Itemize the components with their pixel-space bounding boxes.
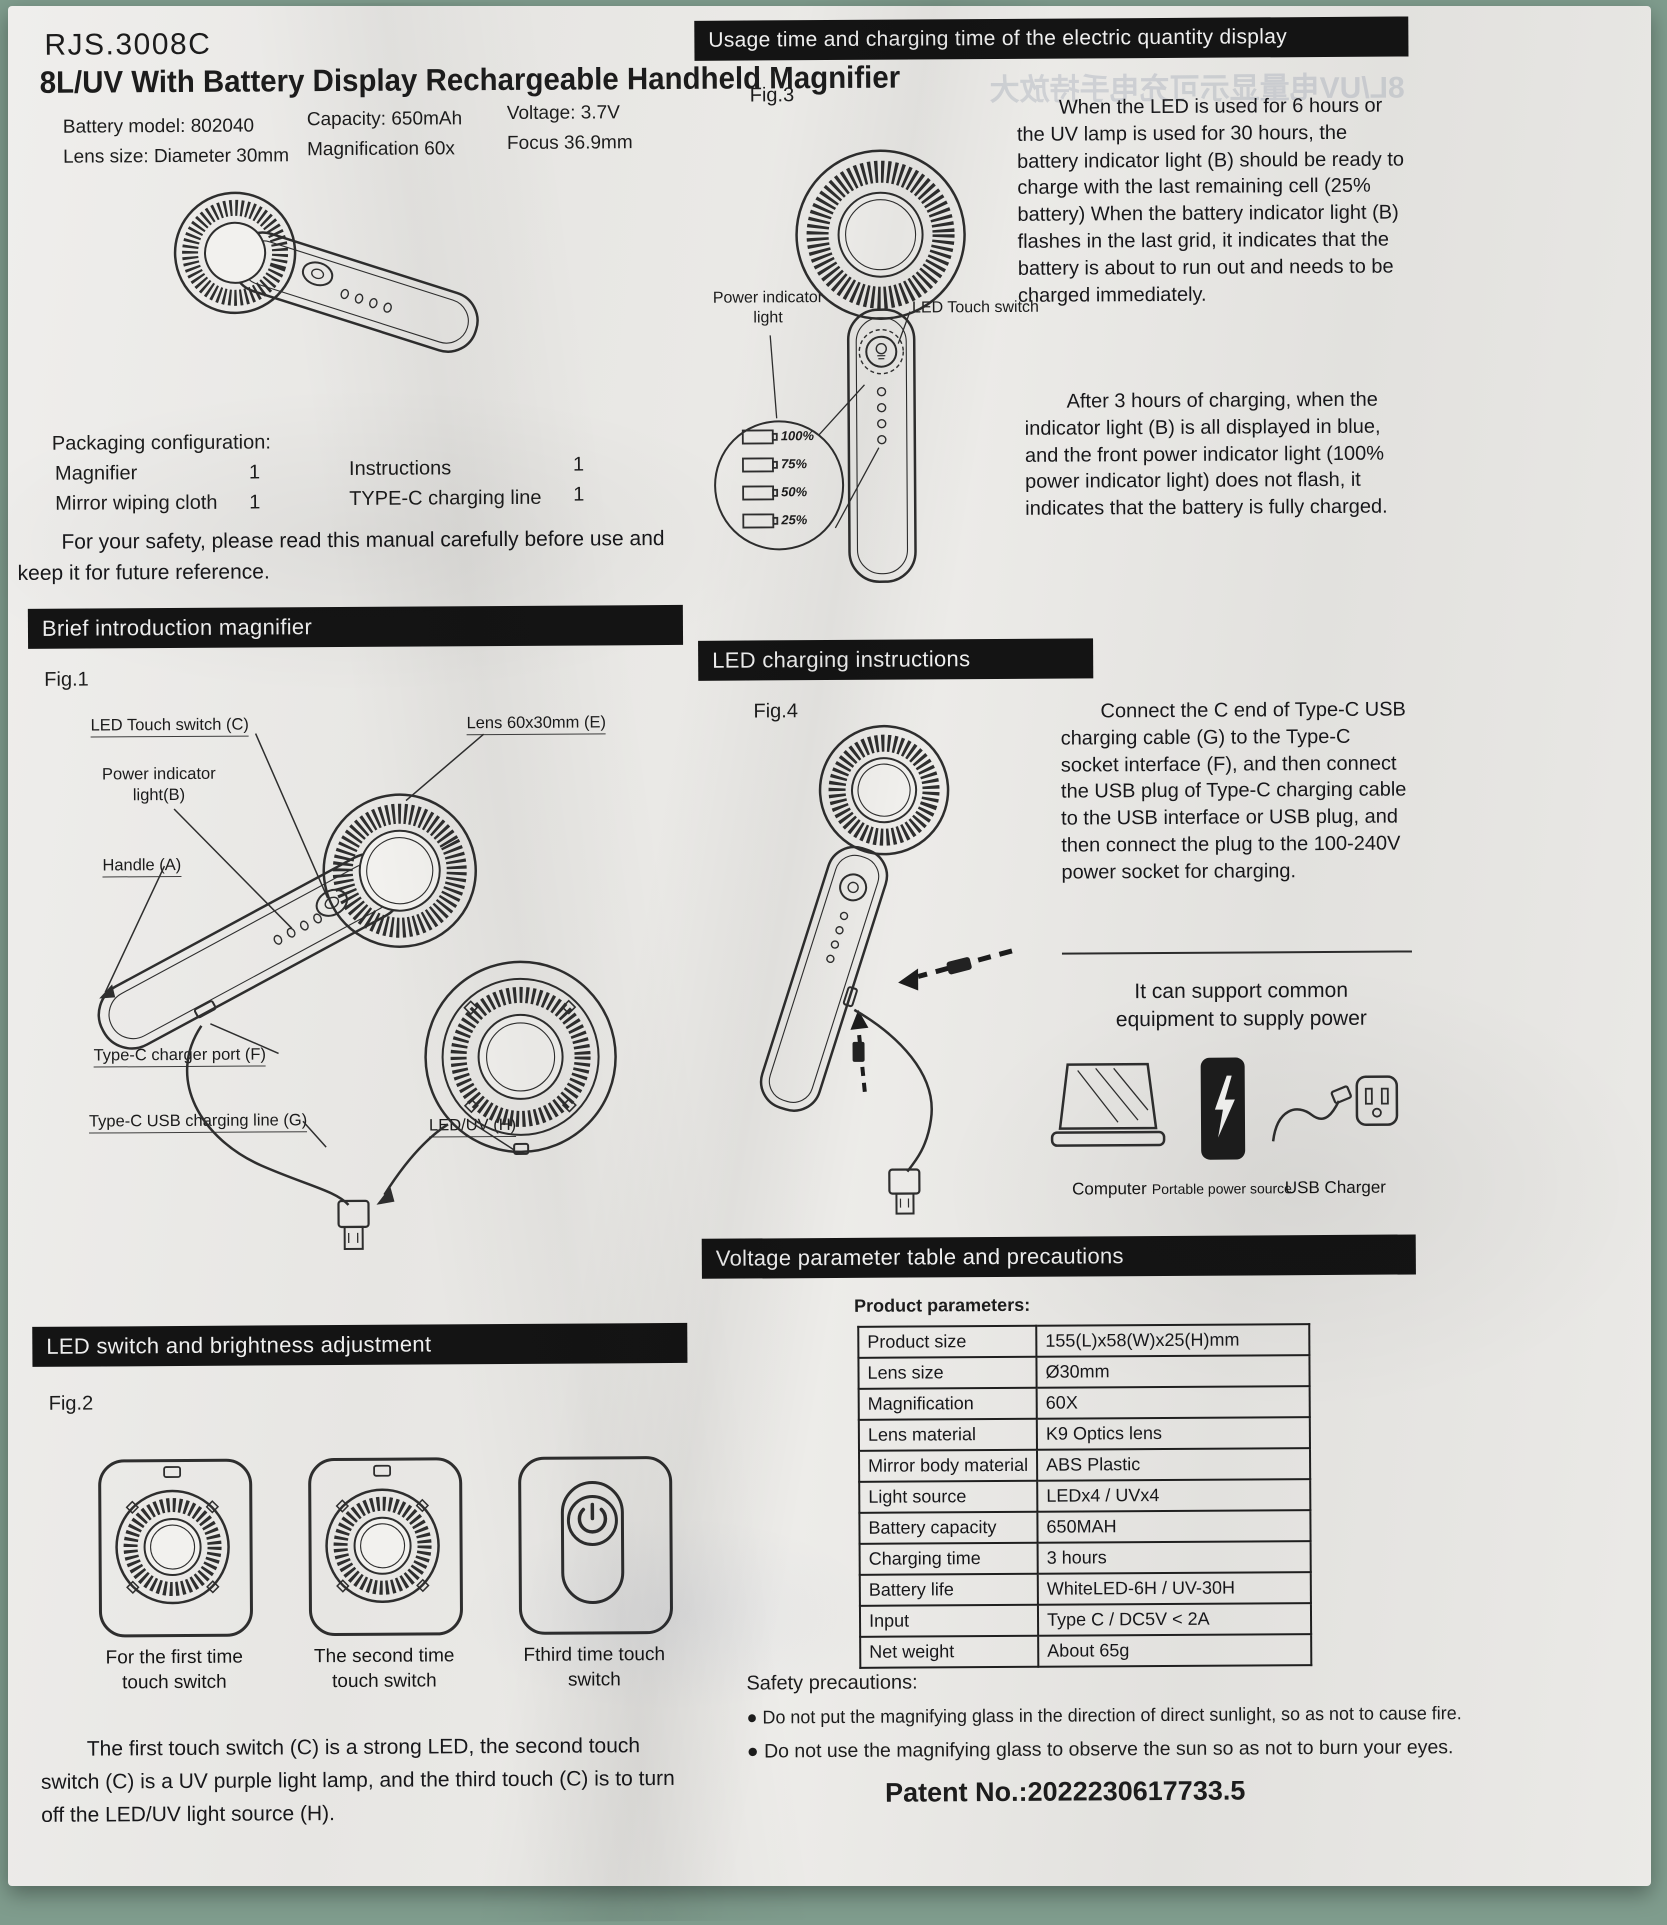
param-value: 650MAH xyxy=(1037,1510,1310,1543)
fig2-caption-third: Fthird time touch switch xyxy=(508,1643,680,1693)
fig4-illustration xyxy=(710,689,1043,1231)
fig3-percent-75: 75% xyxy=(781,456,807,471)
safety-read-note: For your safety, please read this manual… xyxy=(17,523,667,589)
product-parameters-title: Product parameters: xyxy=(854,1295,1030,1317)
param-value: 3 hours xyxy=(1038,1541,1311,1574)
device-caption-usb-charger: USB Charger xyxy=(1249,1176,1421,1199)
fig3-label: Fig.3 xyxy=(750,84,795,107)
support-divider xyxy=(1062,950,1412,954)
param-label: Battery capacity xyxy=(859,1512,1037,1544)
packaging-qty-3: 1 xyxy=(249,491,260,514)
param-value: K9 Optics lens xyxy=(1037,1417,1310,1450)
packaging-title: Packaging configuration: xyxy=(52,431,271,455)
safety-precautions-title: Safety precautions: xyxy=(746,1671,917,1695)
param-value: Type C / DC5V < 2A xyxy=(1038,1603,1311,1636)
safety-bullet-1: ● Do not put the magnifying glass in the… xyxy=(747,1702,1462,1728)
param-label: Mirror body material xyxy=(859,1450,1037,1482)
section-led-charging: LED charging instructions xyxy=(698,638,1093,680)
computer-icon xyxy=(1048,1056,1169,1169)
param-value: WhiteLED-6H / UV-30H xyxy=(1038,1572,1311,1605)
spec-capacity: Capacity: 650mAh xyxy=(307,108,462,131)
packaging-item-1: Magnifier xyxy=(55,462,137,486)
param-label: Input xyxy=(860,1605,1038,1637)
param-value: LEDx4 / UVx4 xyxy=(1037,1479,1310,1512)
fig2-power-symbol xyxy=(518,1456,667,1629)
packaging-qty-1: 1 xyxy=(249,461,260,484)
section-usage-time: Usage time and charging time of the elec… xyxy=(694,16,1408,60)
spec-battery-model: Battery model: 802040 xyxy=(63,116,254,139)
param-label: Light source xyxy=(859,1481,1037,1513)
fig2-ring-2 xyxy=(308,1457,457,1630)
fig2-caption-first: For the first time touch switch xyxy=(88,1646,260,1696)
fig3-percent-100: 100% xyxy=(781,428,814,443)
fig2-ring-1 xyxy=(98,1459,247,1632)
spec-focus: Focus 36.9mm xyxy=(507,132,633,155)
param-value: Ø30mm xyxy=(1036,1355,1309,1388)
param-label: Battery life xyxy=(860,1574,1038,1606)
packaging-item-3: Mirror wiping cloth xyxy=(55,492,217,516)
param-label: Magnification xyxy=(859,1388,1037,1420)
fig2-body-text: The first touch switch (C) is a strong L… xyxy=(41,1729,697,1832)
usb-charger-icon xyxy=(1267,1049,1402,1168)
support-equipment-text: It can support common equipment to suppl… xyxy=(1085,977,1397,1035)
packaging-item-4: TYPE-C charging line xyxy=(349,487,541,511)
fig3-paragraph-1: When the LED is used for 6 hours or the … xyxy=(1017,92,1410,309)
patent-number: Patent No.:2022230617733.5 xyxy=(885,1776,1245,1809)
param-value: 60X xyxy=(1037,1386,1310,1419)
param-label: Product size xyxy=(858,1326,1036,1358)
param-label: Net weight xyxy=(860,1636,1038,1668)
fig1-label: Fig.1 xyxy=(44,669,89,692)
section-brief-intro: Brief introduction magnifier xyxy=(28,605,683,649)
fig2-caption-second: The second time touch switch xyxy=(298,1644,470,1694)
fig3-percent-50: 50% xyxy=(781,484,807,499)
spec-voltage: Voltage: 3.7V xyxy=(507,102,620,125)
model-number: RJS.3008C xyxy=(44,28,211,63)
param-value: About 65g xyxy=(1038,1634,1311,1667)
product-illustration xyxy=(110,154,542,423)
section-led-switch: LED switch and brightness adjustment xyxy=(32,1323,687,1367)
fig3-percent-25: 25% xyxy=(781,512,807,527)
fig1-illustration xyxy=(13,711,687,1315)
param-value: 155(L)x58(W)x25(H)mm xyxy=(1036,1324,1309,1357)
power-bank-icon xyxy=(1194,1053,1253,1167)
packaging-item-2: Instructions xyxy=(349,457,451,481)
section-voltage-table: Voltage parameter table and precautions xyxy=(702,1234,1416,1278)
packaging-qty-4: 1 xyxy=(573,484,584,507)
param-label: Lens size xyxy=(858,1357,1036,1389)
packaging-qty-2: 1 xyxy=(573,454,584,477)
fig2-label: Fig.2 xyxy=(49,1393,94,1416)
safety-bullet-2: ● Do not use the magnifying glass to obs… xyxy=(747,1736,1454,1763)
param-label: Charging time xyxy=(860,1543,1038,1575)
fig3-illustration xyxy=(695,129,1028,621)
fig3-paragraph-2: After 3 hours of charging, when the indi… xyxy=(1025,386,1414,522)
param-label: Lens material xyxy=(859,1419,1037,1451)
param-value: ABS Plastic xyxy=(1037,1448,1310,1481)
fig4-paragraph: Connect the C end of Type-C USB charging… xyxy=(1060,696,1411,886)
